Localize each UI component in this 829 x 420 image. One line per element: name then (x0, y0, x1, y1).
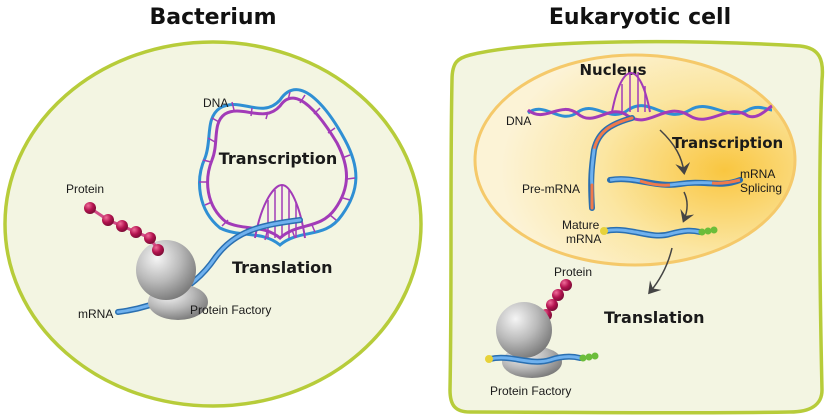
splicing-strand (607, 176, 743, 188)
pre-mrna-label: Pre-mRNA (522, 182, 580, 196)
arrow-transcription (659, 129, 691, 175)
bacterial-dna (198, 88, 358, 247)
nucleus-dna-label: DNA (506, 114, 531, 128)
bacterium-translation-label: Translation (232, 258, 333, 277)
bacterium-title: Bacterium (149, 5, 276, 30)
bacterium-factory-label: Protein Factory (190, 303, 271, 317)
eukaryote-mrna-strand (485, 352, 599, 365)
nucleus-transcription-label: Transcription (672, 134, 783, 152)
nuclear-dna (527, 72, 773, 122)
eukaryote-title: Eukaryotic cell (549, 5, 731, 30)
mature-mrna-strand (600, 226, 718, 239)
splicing-label-line2: Splicing (740, 181, 782, 195)
pre-mrna-strand (588, 115, 635, 211)
bacterium-ribosome (136, 240, 208, 320)
arrow-splicing (680, 191, 695, 223)
bacterium-protein-chain (84, 202, 164, 256)
eukaryote-translation-label: Translation (604, 308, 705, 327)
bacterium-dna-label: DNA (203, 96, 228, 110)
bacterium-transcription-label: Transcription (219, 149, 338, 168)
bacterium-cell-membrane (3, 40, 423, 408)
splicing-label-line1: mRNA (740, 167, 775, 181)
bacterium-mrna-label: mRNA (78, 307, 113, 321)
eukaryote-protein-label: Protein (554, 265, 592, 279)
arrow-export (648, 247, 673, 295)
eukaryote-factory-label: Protein Factory (490, 384, 571, 398)
bacterium-protein-label: Protein (66, 182, 104, 196)
mature-mrna-label-line1: Mature (562, 218, 600, 232)
mature-mrna-label-line2: mRNA (566, 232, 601, 246)
